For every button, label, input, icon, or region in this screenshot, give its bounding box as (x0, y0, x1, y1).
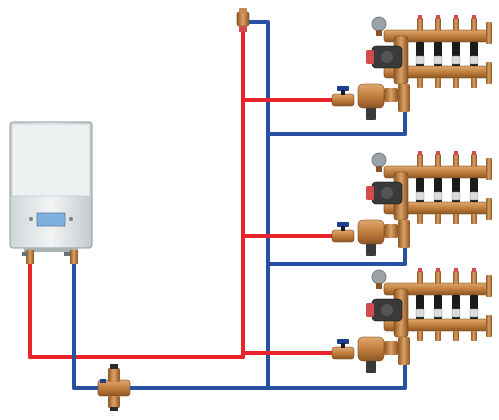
mixing-valve-icon (357, 83, 385, 109)
air-vent-icon (236, 8, 250, 32)
mixing-valve-icon (357, 336, 385, 362)
end-vent-icon (486, 158, 492, 180)
manifold-icon (331, 268, 492, 373)
flow-meter-icon (471, 154, 477, 167)
flow-meter-icon (435, 271, 441, 284)
pressure-gauge-icon (371, 16, 387, 32)
flow-meter-icon (453, 18, 459, 31)
flow-meter-icon (471, 271, 477, 284)
actuator-icon (415, 308, 425, 318)
ball-valve-icon (331, 229, 355, 243)
flow-meter-icon (453, 271, 459, 284)
flow-meter-icon (417, 271, 423, 284)
flow-meter-icon (417, 154, 423, 167)
manifold-icon (331, 15, 492, 120)
mixing-valve-icon (357, 219, 385, 245)
boiler-display (36, 212, 66, 227)
actuator-icon (415, 191, 425, 201)
actuator-icon (469, 191, 479, 201)
manifold-group (331, 15, 492, 373)
manifold-2-return-pipe (266, 240, 407, 266)
actuator-icon (469, 55, 479, 65)
actuator-icon (469, 308, 479, 318)
manifold-icon (331, 151, 492, 256)
end-vent-icon (486, 22, 492, 44)
boiler-supply-pipe (28, 260, 245, 359)
actuator-icon (433, 308, 443, 318)
ball-valve-icon (331, 346, 355, 360)
actuator-icon (451, 308, 461, 318)
boiler-icon (9, 121, 93, 264)
actuator-icon (433, 191, 443, 201)
dirt-separator-icon (97, 364, 131, 411)
actuator-icon (451, 191, 461, 201)
ball-valve-icon (331, 93, 355, 107)
pressure-gauge-icon (371, 152, 387, 168)
boiler-return-pipe (72, 260, 407, 390)
flow-meter-icon (435, 154, 441, 167)
pipework (28, 20, 407, 390)
actuator-icon (451, 55, 461, 65)
flow-meter-icon (453, 154, 459, 167)
pressure-gauge-icon (371, 269, 387, 285)
flow-meter-icon (471, 18, 477, 31)
flow-meter-icon (417, 18, 423, 31)
actuator-icon (415, 55, 425, 65)
end-vent-icon (486, 275, 492, 297)
manifold-1-return-pipe (266, 108, 407, 136)
flow-meter-icon (435, 18, 441, 31)
actuator-icon (433, 55, 443, 65)
